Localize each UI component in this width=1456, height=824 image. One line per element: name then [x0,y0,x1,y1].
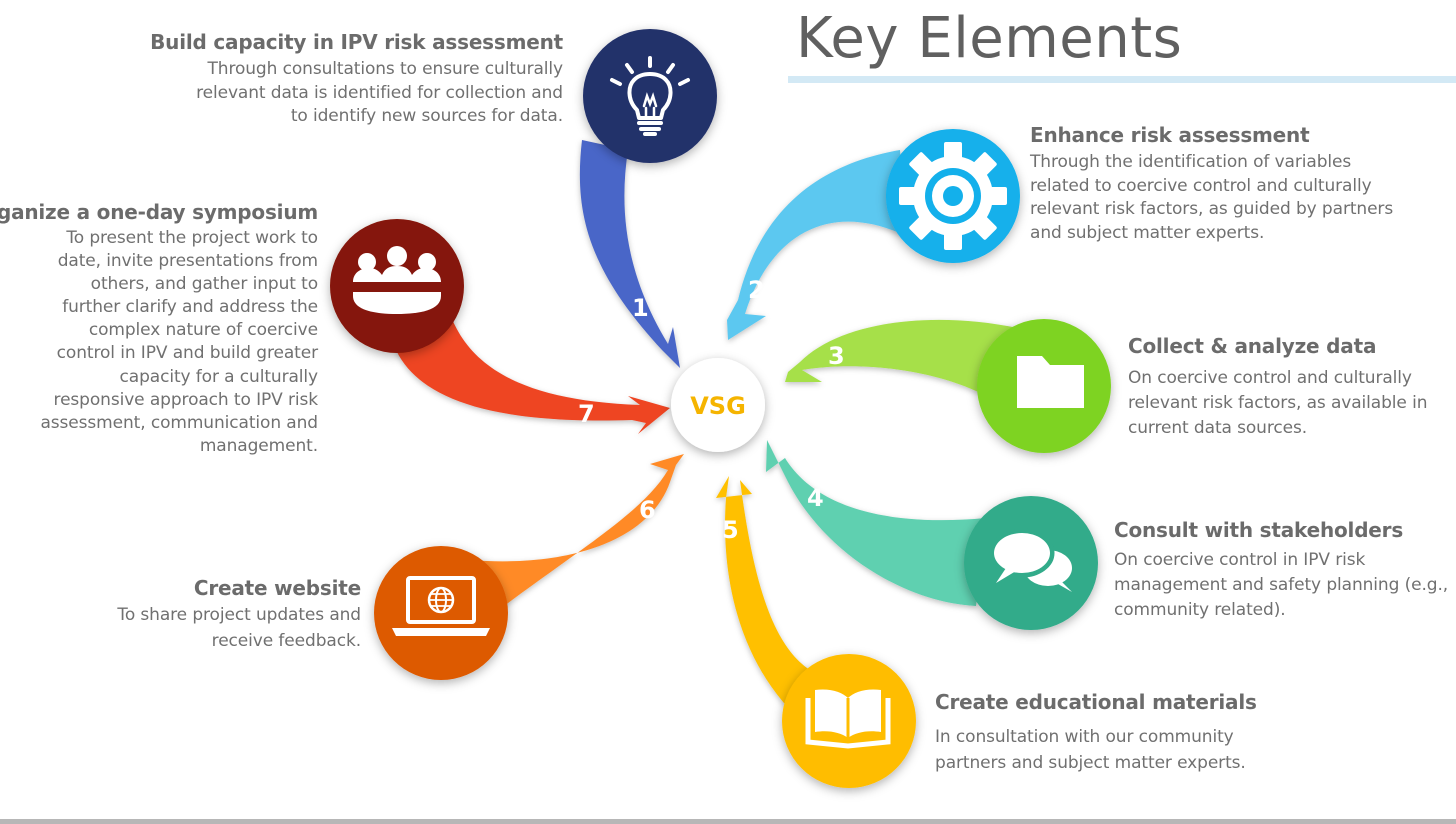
step-1-line: relevant data is identified for collecti… [196,82,563,103]
step-3-line: current data sources. [1128,418,1308,438]
arrow-step-5 [716,476,810,715]
step-7-line: management. [199,435,318,456]
step-number-2: 2 [748,276,765,304]
step-number-7: 7 [578,400,595,428]
step-5-desc: In consultation with our community partn… [935,724,1257,776]
step-6-line: To share project updates and [117,605,361,625]
step-1-desc: Through consultations to ensure cultural… [150,58,563,129]
step-1-line: to identify new sources for data. [290,106,563,126]
step-3-desc: On coercive control and culturally relev… [1128,366,1427,441]
step-2-line: relevant risk factors, as guided by part… [1030,199,1394,219]
step-number-5: 5 [722,516,739,544]
step-3-line: relevant risk factors, as available in [1128,393,1428,413]
step-7-line: control in IPV and build greater [56,343,318,364]
page-title: Key Elements [796,6,1183,71]
step-7-line: responsive approach to IPV risk [53,389,319,410]
lightbulb-icon [610,56,690,136]
step-7-line: date, invite presentations from [57,251,318,272]
circle-step-1 [583,29,717,163]
step-number-6: 6 [639,496,656,524]
step-4-desc: On coercive control in IPV risk manageme… [1114,548,1448,623]
center-label: VSG [690,392,746,420]
step-7-desc: To present the project work to date, inv… [0,227,318,458]
step-6-heading: Create website [193,576,361,600]
step-5-text: Create educational materials In consulta… [935,690,1257,776]
step-2-line: related to coercive control and cultural… [1030,175,1372,196]
arrow-step-7 [388,280,670,434]
step-4-line: management and safety planning (e.g., [1114,575,1449,595]
step-3-text: Collect & analyze data On coercive contr… [1128,334,1427,441]
step-6-text: Create website To share project updates … [117,576,361,654]
chat-bubbles-icon [989,528,1072,592]
step-4-heading: Consult with stakeholders [1114,518,1404,542]
step-7-line: others, and gather input to [90,274,318,295]
gear-icon [899,142,1007,250]
step-7-line: capacity for a culturally [119,366,319,387]
step-7-line: complex nature of coercive [88,320,318,341]
step-7-line: To present the project work to [66,228,318,248]
step-6-desc: To share project updates and receive fee… [117,602,361,654]
step-3-line: On coercive control and culturally [1128,368,1412,388]
arrow-step-6 [460,454,684,640]
circle-step-7 [330,219,464,353]
step-2-heading: Enhance risk assessment [1030,123,1310,147]
step-5-line: partners and subject matter experts. [935,753,1246,773]
arrow-step-1 [579,140,680,368]
arrow-step-4 [766,440,986,606]
center-circle [671,358,765,452]
bottom-border [0,819,1456,824]
step-2-text: Enhance risk assessment Through the iden… [1030,123,1393,245]
step-2-line: and subject matter experts. [1030,222,1265,243]
step-number-1: 1 [632,294,649,322]
step-7-heading: Organize a one-day symposium [0,200,318,224]
step-5-heading: Create educational materials [935,690,1257,714]
step-1-heading: Build capacity in IPV risk assessment [150,30,563,54]
title-underline [788,76,1456,83]
arrow-step-3 [785,319,1018,398]
step-4-text: Consult with stakeholders On coercive co… [1114,518,1448,623]
open-book-icon [805,689,891,749]
laptop-globe-icon [392,576,490,636]
step-1-line: Through consultations to ensure cultural… [207,59,563,79]
step-5-line: In consultation with our community [935,727,1234,747]
step-2-line: Through the identification of variables [1030,152,1352,172]
folder-icon [1017,356,1084,408]
step-7-text: Organize a one-day symposium To present … [0,200,318,458]
step-2-desc: Through the identification of variables … [1030,151,1393,245]
step-4-line: community related). [1114,600,1286,620]
step-3-heading: Collect & analyze data [1128,334,1377,358]
step-number-3: 3 [828,342,845,370]
step-7-line: assessment, communication and [40,412,318,433]
step-1-text: Build capacity in IPV risk assessment Th… [150,30,563,129]
step-number-4: 4 [807,484,824,512]
step-4-line: On coercive control in IPV risk [1114,550,1366,570]
group-meeting-icon [353,246,441,314]
arrow-step-2 [727,150,906,340]
step-7-line: further clarify and address the [62,297,318,318]
step-6-line: receive feedback. [211,631,361,651]
